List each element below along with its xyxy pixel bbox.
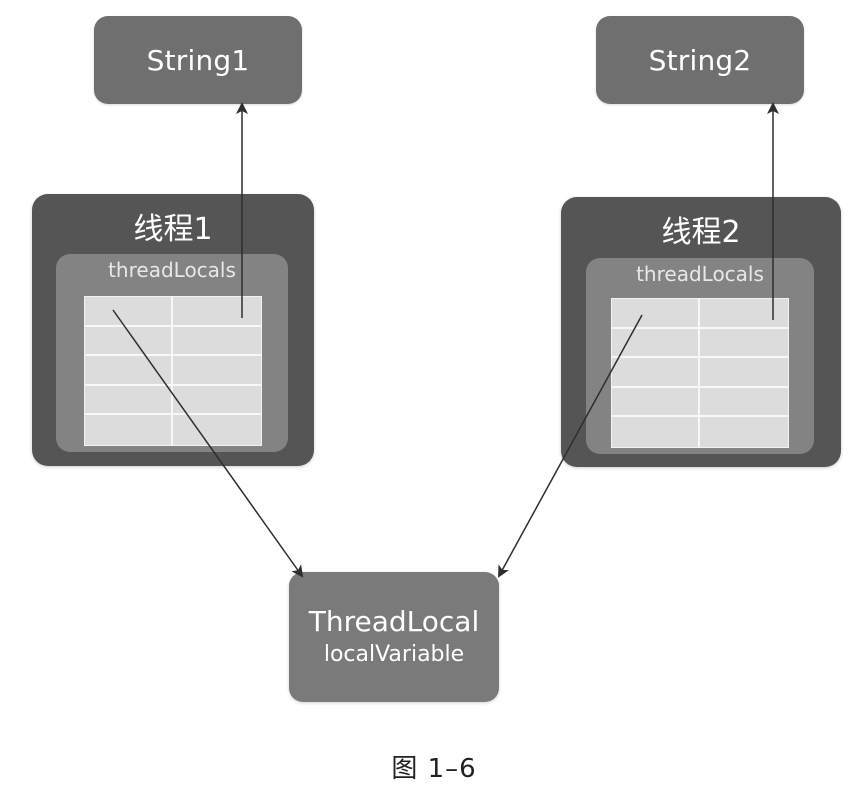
threadlocal-variable: localVariable [323, 642, 465, 667]
map-cell [700, 417, 788, 447]
string2-box: String2 [596, 16, 804, 104]
map-cell [612, 328, 700, 359]
map-cell [700, 299, 788, 329]
map-cell [85, 415, 173, 445]
map-cell [85, 385, 173, 416]
string1-label: String1 [146, 43, 250, 77]
thread2-threadlocals-label: threadLocals [636, 262, 764, 286]
map-cell [85, 297, 173, 327]
map-cell [700, 329, 788, 359]
thread1-threadlocals-label: threadLocals [108, 258, 236, 282]
map-cell [173, 297, 261, 327]
map-cell [85, 356, 173, 386]
map-cell [612, 417, 700, 447]
string1-box: String1 [94, 16, 302, 104]
figure-caption: 图 1–6 [391, 754, 477, 784]
map-cell [612, 358, 700, 388]
thread1-threadlocals-map [84, 296, 262, 446]
map-cell [173, 415, 261, 445]
string2-label: String2 [648, 43, 752, 77]
map-cell [173, 327, 261, 357]
threadlocal-box: ThreadLocal localVariable [289, 572, 499, 702]
map-cell [700, 388, 788, 418]
map-cell [85, 326, 173, 357]
map-cell [612, 387, 700, 418]
map-cell [700, 358, 788, 388]
thread1-box: 线程1 threadLocals [32, 194, 314, 466]
threadlocal-name: ThreadLocal [308, 605, 480, 638]
map-cell [173, 356, 261, 386]
map-cell [173, 386, 261, 416]
map-cell [612, 299, 700, 329]
thread2-title: 线程2 [661, 215, 741, 250]
thread2-threadlocals-map [611, 298, 789, 448]
thread2-box: 线程2 threadLocals [561, 197, 841, 467]
thread1-title: 线程1 [133, 212, 213, 247]
